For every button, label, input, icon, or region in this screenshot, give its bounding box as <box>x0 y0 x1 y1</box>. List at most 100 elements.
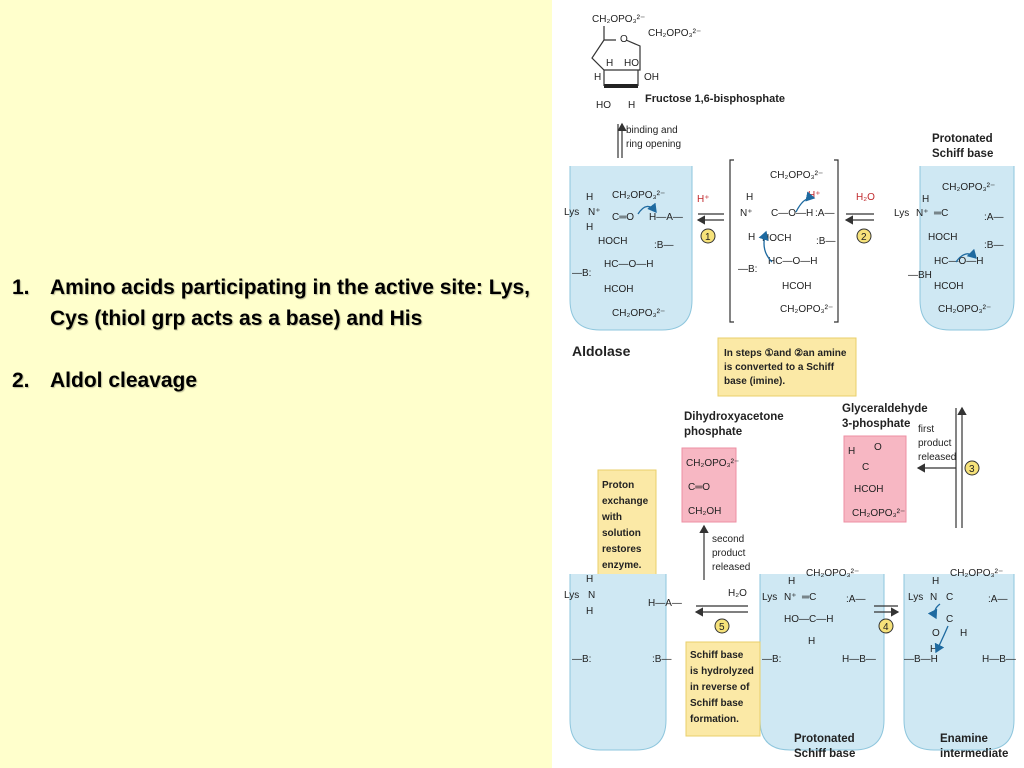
hoch-label: HOCH <box>928 232 957 243</box>
note-line: solution <box>602 528 641 539</box>
enzyme-pocket-top-left <box>569 166 693 331</box>
ch2opo3-label: CH₂OPO₃²⁻ <box>612 190 665 201</box>
step-number: 5 <box>719 622 725 633</box>
h-atom: H <box>586 574 593 585</box>
minus-b-label: —B: <box>572 654 591 665</box>
step-number: 3 <box>969 464 975 475</box>
note-line: base (imine). <box>724 376 785 387</box>
note-line: in reverse of <box>690 682 750 693</box>
fructose-name: Fructose 1,6-bisphosphate <box>645 93 785 105</box>
enamine-line2: intermediate <box>940 748 1008 760</box>
b-label: :B— <box>816 236 835 247</box>
b-label: :B— <box>654 240 673 251</box>
dhap-c1: CH₂OPO₃²⁻ <box>686 458 739 469</box>
nplus-atom: N⁺ <box>784 592 797 603</box>
fructose-h3: H <box>628 100 635 111</box>
step-badge <box>964 460 980 476</box>
bullet-item: 1. Amino acids participating in the acti… <box>12 272 542 334</box>
n-atom: N⁺ <box>740 208 753 219</box>
note-line: enzyme. <box>602 560 642 571</box>
fructose-ch2-a: CH₂OPO₃²⁻ <box>592 14 645 25</box>
bullet-item: 2. Aldol cleavage <box>12 365 542 396</box>
n-atom: N <box>930 592 937 603</box>
h-plus-label: H⁺ <box>808 190 821 201</box>
enzyme-pocket-bottom-left <box>569 574 667 751</box>
fructose-h2: H <box>594 72 601 83</box>
dhap-line2: phosphate <box>684 426 742 438</box>
h-atom: H <box>932 576 939 587</box>
h-atom: H <box>808 636 815 647</box>
note-line: with <box>601 512 622 523</box>
g3p-c: C <box>862 462 869 473</box>
hc-o-h-label: HC—O—H <box>768 256 817 267</box>
lys-label: Lys <box>564 207 579 218</box>
step-number: 4 <box>883 622 889 633</box>
first-line3: released <box>918 452 956 463</box>
n-atom: N <box>588 590 595 601</box>
lys-label: Lys <box>762 592 777 603</box>
note-line: Schiff base <box>690 698 744 709</box>
protonated-schiff-top: Protonated Schiff base CH₂OPO₃²⁻ H Lys N… <box>894 133 1003 315</box>
fructose-ho1: HO <box>624 58 639 69</box>
note-line: restores <box>602 544 642 555</box>
proton-note-box <box>597 469 657 581</box>
minus-b-label: —B: <box>572 268 591 279</box>
nplus-atom: N⁺ <box>588 207 601 218</box>
minus-b-label: —B: <box>762 654 781 665</box>
h2o-label: H₂O <box>856 192 875 203</box>
mechanism-svg: CH₂OPO₃²⁻ O CH₂OPO₃²⁻ H HO H O H HO H Fru… <box>564 14 1016 760</box>
step-badge <box>700 228 716 244</box>
binding-arrows <box>618 124 622 158</box>
g3p-box <box>843 435 907 523</box>
fructose-ch2-b: CH₂OPO₃²⁻ <box>648 28 701 39</box>
fructose-o: O <box>620 34 628 45</box>
eq-c-label: ═C <box>933 208 948 219</box>
lys-label: Lys <box>564 590 579 601</box>
dhap-line1: Dihydroxyacetone <box>684 411 784 423</box>
first-line2: product <box>918 438 952 449</box>
a-label: :A— <box>815 208 834 219</box>
g3p-ch2: CH₂OPO₃²⁻ <box>852 508 905 519</box>
note-line: exchange <box>602 496 649 507</box>
note-line: Proton <box>602 480 634 491</box>
enzyme-pocket-bottom-middle <box>759 574 885 751</box>
binding-line2: ring opening <box>626 139 681 150</box>
dhap-c3: CH₂OH <box>688 506 721 517</box>
heading-line2: Schiff base <box>932 148 993 160</box>
ch2opo3-label: CH₂OPO₃²⁻ <box>770 170 823 181</box>
hcoh-label: HCOH <box>934 281 963 292</box>
hc-o-h-label: HC—O—H <box>934 256 983 267</box>
step1-arrows <box>698 214 724 220</box>
h-atom: H <box>922 194 929 205</box>
g3p-line1: Glyceraldehyde <box>842 403 928 415</box>
enzyme-pocket-top-right <box>919 166 1015 331</box>
bracket <box>729 159 839 323</box>
note-line: Schiff base <box>690 650 744 661</box>
nplus-atom: N⁺ <box>916 208 929 219</box>
note-line: formation. <box>690 714 739 725</box>
lys-label: Lys <box>894 208 909 219</box>
step-badge <box>878 618 894 634</box>
g3p-h: H <box>848 446 855 457</box>
dhap-c2: C═O <box>688 482 710 493</box>
ch2opo3-label: CH₂OPO₃²⁻ <box>780 304 833 315</box>
fructose-ho2: HO <box>596 100 611 111</box>
step-number: 1 <box>705 232 711 243</box>
note-line: is converted to a Schiff <box>724 362 835 373</box>
step3-arrows <box>956 408 962 528</box>
bottom-left-structure: H Lys N H H—A— —B: :B— <box>564 574 682 665</box>
binding-line1: binding and <box>626 125 678 136</box>
c-eq-o-label: C═O <box>612 212 634 223</box>
h-atom: H <box>748 232 755 243</box>
hcoh-label: HCOH <box>782 281 811 292</box>
step-number: 2 <box>861 232 867 243</box>
enzyme-label: Aldolase <box>572 343 631 359</box>
a-label: :A— <box>984 212 1003 223</box>
second-line3: released <box>712 562 750 573</box>
hoch-label: HOCH <box>598 236 627 247</box>
hcoh-label: HCOH <box>604 284 633 295</box>
g3p-o: O <box>874 442 882 453</box>
step-badge <box>714 618 730 634</box>
bullet-list: 1. Amino acids participating in the acti… <box>12 272 542 396</box>
hb-label: H—B— <box>842 654 876 665</box>
